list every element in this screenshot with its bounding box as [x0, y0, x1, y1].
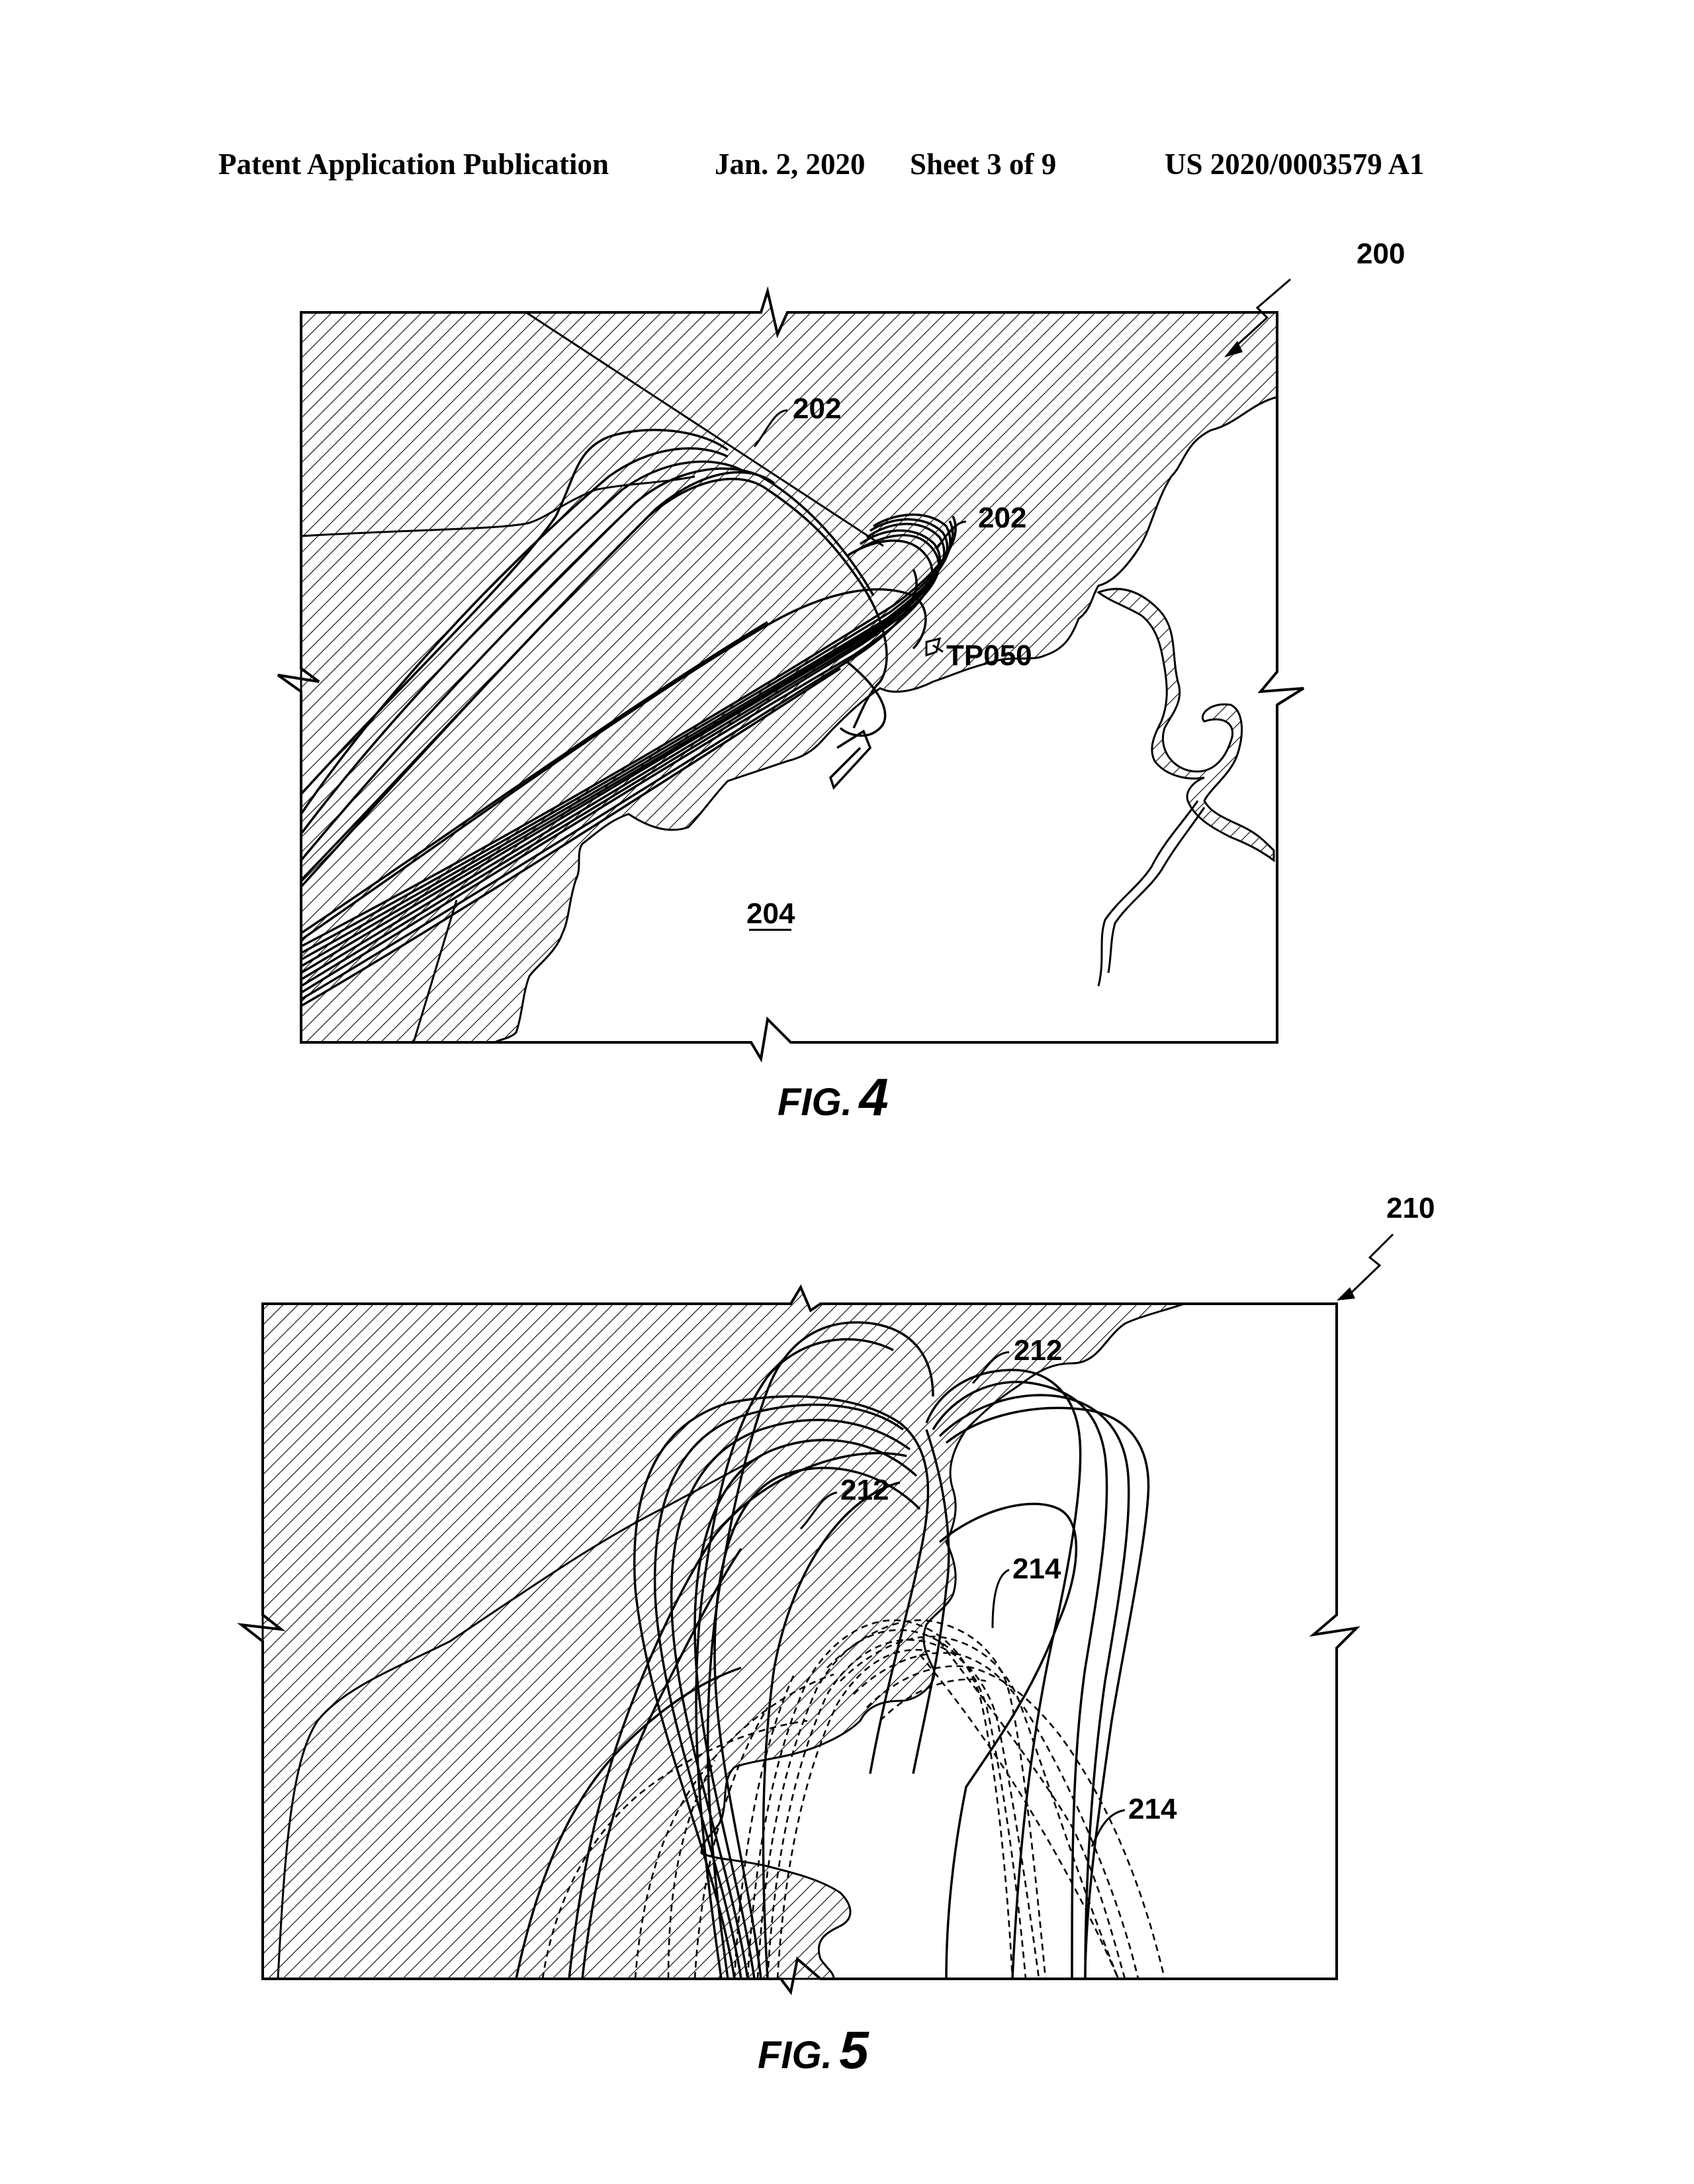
- figure-5: 210 212 212 214 214 FIG. 5: [237, 1192, 1435, 2079]
- fig5-ref-214-b: 214: [1128, 1793, 1177, 1825]
- fig5-ref-212-b: 212: [840, 1474, 889, 1506]
- fig5-ref-214-a: 214: [1012, 1553, 1061, 1585]
- fig5-solid-tracks: [515, 1321, 1150, 1979]
- fig5-dashed-tracks: [541, 1619, 1166, 1979]
- sheet-number: Sheet 3 of 9: [910, 148, 1057, 181]
- fig4-hatched-land: [300, 287, 1278, 1044]
- publication-date: Jan. 2, 2020: [715, 148, 866, 181]
- fig4-flight-tracks: [300, 428, 957, 1007]
- publication-label: Patent Application Publication: [218, 148, 609, 181]
- fig4-ref-204: 204: [746, 897, 795, 930]
- patent-number: US 2020/0003579 A1: [1165, 148, 1425, 181]
- page-header: Patent Application Publication Jan. 2, 2…: [0, 147, 1694, 187]
- fig4-ref-202-a: 202: [793, 392, 841, 425]
- fig4-river-tail: [1097, 800, 1199, 987]
- fig5-ref-212-a: 212: [1014, 1334, 1062, 1367]
- fig4-ref-202-b: 202: [978, 502, 1026, 534]
- fig4-caption: FIG. 4: [778, 1068, 889, 1126]
- fig5-caption: FIG. 5: [758, 2021, 869, 2079]
- figure-4: 200 202 202 TP050 204 FIG. 4: [277, 238, 1405, 1126]
- fig5-frame: [237, 1284, 1360, 1995]
- fig4-frame: [277, 286, 1305, 1063]
- fig4-ref-200: 200: [1357, 238, 1405, 270]
- fig4-ref-tp050: TP050: [946, 639, 1032, 672]
- fig5-hatched-land: [261, 1285, 1185, 1980]
- fig5-ref-210: 210: [1386, 1192, 1435, 1224]
- fig4-river: [1096, 588, 1275, 862]
